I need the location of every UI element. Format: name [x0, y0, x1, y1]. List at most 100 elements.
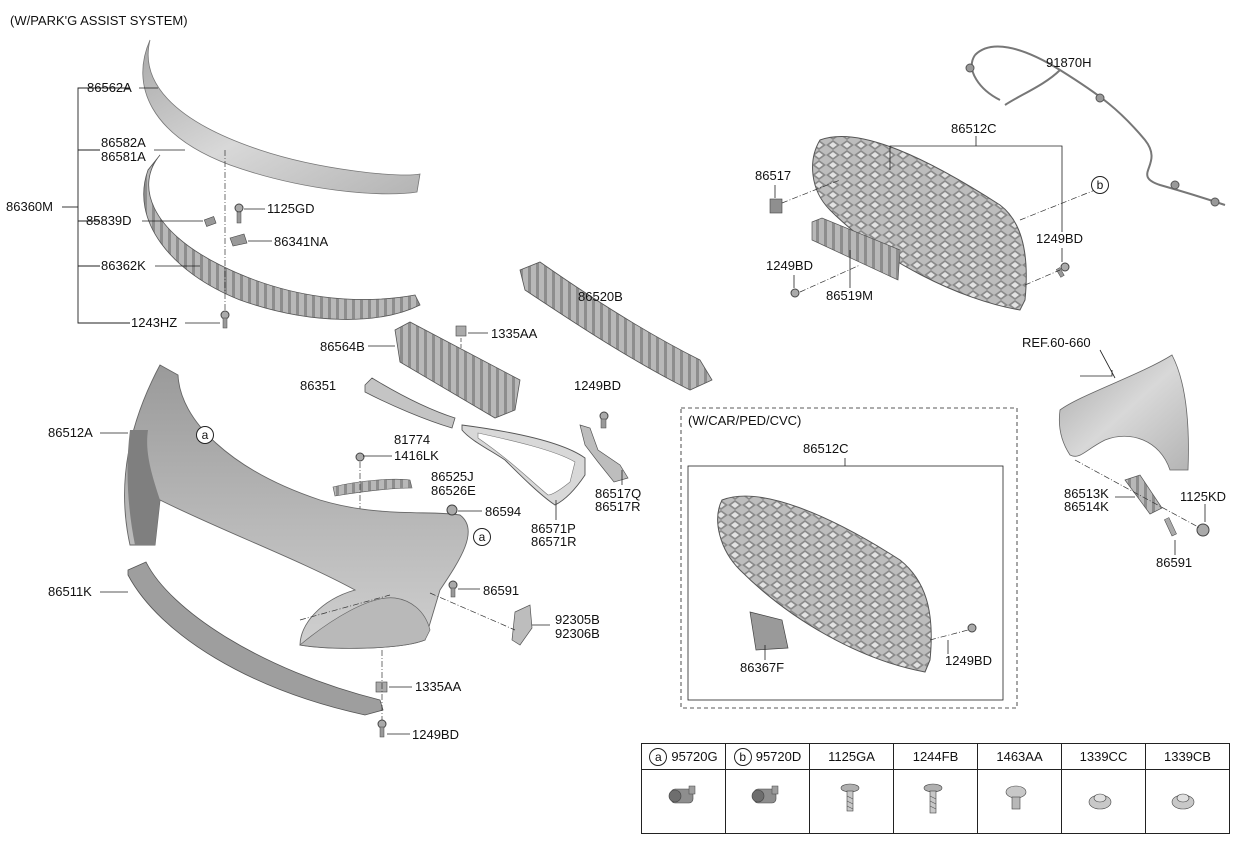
clip-1335aa-top [455, 325, 467, 337]
part-label-86513k[interactable]: 86513K [1064, 486, 1109, 501]
legend-cell-1244fb[interactable]: 1244FB [893, 743, 978, 770]
part-label-1249bd-tr[interactable]: 1249BD [1036, 231, 1083, 246]
part-label-86517[interactable]: 86517 [755, 168, 792, 183]
part-label-86591-mid[interactable]: 86591 [483, 583, 520, 598]
legend-code: 95720D [755, 748, 802, 764]
part-label-86519m[interactable]: 86519M [826, 288, 873, 303]
bumper-lip-86511k [127, 561, 384, 716]
legend-icon-row [641, 769, 1230, 834]
absorber-86520b [519, 261, 713, 391]
clip-1335aa-bot [375, 681, 388, 693]
screw-1125kd [1196, 523, 1210, 537]
part-label-86571r[interactable]: 86571R [531, 534, 577, 549]
part-label-1249bd-box[interactable]: 1249BD [945, 653, 992, 668]
bracket-86525j [332, 478, 413, 497]
part-label-86512a[interactable]: 86512A [48, 425, 93, 440]
part-label-86511k[interactable]: 86511K [48, 584, 92, 599]
legend-code: 1244FB [912, 749, 959, 764]
part-label-86512c-box[interactable]: 86512C [803, 441, 849, 456]
legend-icon-cell [1145, 769, 1230, 834]
part-label-85839d[interactable]: 85839D [86, 213, 132, 228]
part-label-86517q[interactable]: 86517Q [595, 486, 642, 501]
part-label-86562a[interactable]: 86562A [87, 80, 132, 95]
part-label-86341na[interactable]: 86341NA [274, 234, 329, 249]
callout-a-upper[interactable]: a [196, 426, 214, 444]
part-label-86564b[interactable]: 86564B [320, 339, 365, 354]
screw-1249bd-tl [790, 288, 800, 298]
group-title-car-ped: (W/CAR/PED/CVC) [688, 413, 802, 428]
legend-icon-cell [809, 769, 894, 834]
legend-code: 1463AA [996, 749, 1043, 764]
emblem-86517 [769, 198, 783, 214]
part-label-1335aa-top[interactable]: 1335AA [491, 326, 538, 341]
ref-label[interactable]: REF.60-660 [1022, 335, 1091, 350]
legend-icon-cell [977, 769, 1062, 834]
part-label-86517r[interactable]: 86517R [595, 499, 641, 514]
part-label-92306b[interactable]: 92306B [555, 626, 600, 641]
clip-86594 [446, 504, 458, 516]
garnish-92305b [511, 604, 533, 646]
screw-1249bd-mid [599, 411, 609, 429]
part-label-86526e[interactable]: 86526E [431, 483, 476, 498]
legend-icon-cell [725, 769, 810, 834]
legend-cell-1339cb[interactable]: 1339CB [1145, 743, 1230, 770]
part-label-92305b[interactable]: 92305B [555, 612, 600, 627]
trim-86519m [811, 217, 901, 281]
part-label-86512c-top[interactable]: 86512C [951, 121, 997, 136]
legend-icon-cell [893, 769, 978, 834]
part-label-86525j[interactable]: 86525J [431, 469, 474, 484]
upper-beam-86362k [143, 154, 421, 320]
car-ped-inner-box [687, 465, 1004, 701]
grille-86512c-box [717, 495, 932, 673]
part-label-86360m[interactable]: 86360M [6, 199, 53, 214]
legend-icon-cell [1061, 769, 1146, 834]
upper-garnish-86562a [142, 39, 421, 195]
legend-marker-b: b [733, 747, 752, 766]
bracket-86517q [579, 424, 629, 483]
part-label-1125kd[interactable]: 1125KD [1180, 489, 1227, 504]
screw-1249bd-box [967, 623, 977, 633]
legend-icon-cell [641, 769, 726, 834]
part-label-1249bd-bot[interactable]: 1249BD [412, 727, 459, 742]
part-label-86367f[interactable]: 86367F [740, 660, 785, 675]
legend-code: 1125GA [828, 749, 875, 764]
part-label-86514k[interactable]: 86514K [1064, 499, 1109, 514]
part-label-81774[interactable]: 81774 [394, 432, 431, 447]
screw-1249bd-bot [377, 719, 387, 738]
radar-cover-86367f [749, 611, 789, 651]
bolt-1125gd [234, 203, 244, 224]
clip-1416lk [355, 452, 365, 462]
part-label-1335aa-bot[interactable]: 1335AA [415, 679, 462, 694]
part-label-86520b[interactable]: 86520B [578, 289, 623, 304]
part-label-1416lk[interactable]: 1416LK [394, 448, 439, 463]
part-label-1243hz[interactable]: 1243HZ [131, 315, 178, 330]
part-label-86351[interactable]: 86351 [300, 378, 337, 393]
callout-a-lower[interactable]: a [473, 528, 491, 546]
grille-surround-inner [477, 432, 576, 496]
bumper-cover-shadow [127, 430, 160, 545]
diagram-title: (W/PARK'G ASSIST SYSTEM) [10, 13, 188, 28]
part-label-86571p[interactable]: 86571P [531, 521, 576, 536]
fender-ref-60-660 [1058, 354, 1189, 471]
legend-code: 1339CC [1079, 749, 1128, 764]
legend-cell-1339cc[interactable]: 1339CC [1061, 743, 1146, 770]
callout-b[interactable]: b [1091, 176, 1109, 194]
part-label-1249bd-mid[interactable]: 1249BD [574, 378, 621, 393]
part-label-86582a[interactable]: 86582A [101, 135, 146, 150]
part-label-86591-right[interactable]: 86591 [1156, 555, 1193, 570]
bracket-86564b [394, 321, 521, 419]
part-label-1249bd-tl[interactable]: 1249BD [766, 258, 813, 273]
part-label-86594[interactable]: 86594 [485, 504, 522, 519]
part-label-91870h[interactable]: 91870H [1046, 55, 1092, 70]
legend-cell-1463aa[interactable]: 1463AA [977, 743, 1062, 770]
part-label-1125gd[interactable]: 1125GD [267, 201, 315, 216]
legend-cell-1125ga[interactable]: 1125GA [809, 743, 894, 770]
part-label-86362k[interactable]: 86362K [101, 258, 146, 273]
part-label-86581a[interactable]: 86581A [101, 149, 146, 164]
legend-code: 1339CB [1164, 749, 1211, 764]
